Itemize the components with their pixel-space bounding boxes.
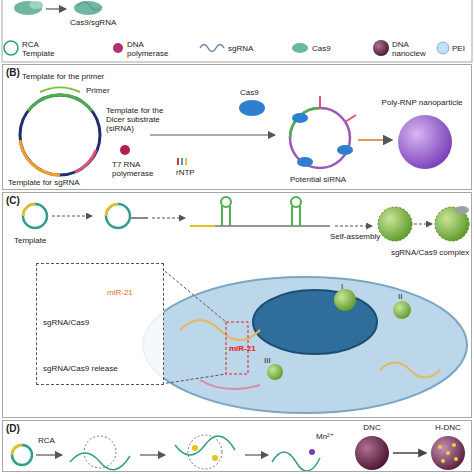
annotation-label: I [341, 282, 351, 291]
arrow-connector [393, 452, 426, 453]
surface-dot [441, 459, 445, 463]
annotation-label: Mn²⁺ [316, 432, 346, 441]
annotation-label: Poly-RNP nanoparticle [372, 98, 472, 107]
node-text: miR-21 [107, 288, 157, 297]
sphere-shape [351, 435, 393, 471]
legend-text: Cas9 [312, 44, 352, 53]
annotation-label: miR-21 [229, 344, 263, 353]
legend-text: RCA Template [22, 40, 66, 58]
legend-text: PEI [452, 44, 474, 53]
annotation-label: Cas9 [240, 88, 270, 97]
panel-frame: (B) [2, 64, 472, 190]
dnc-sphere: DNC [351, 423, 393, 471]
rca-network [12, 435, 320, 471]
inset-box: miR-21 sgRNA/Cas9 sgRNA/Cas9 release [36, 263, 164, 385]
sphere-body [431, 436, 465, 470]
cas9-complex [14, 1, 102, 15]
hdnc-sphere: H-DNC [426, 423, 470, 471]
panel-letter: (D) [6, 423, 36, 434]
node-text: H-DNC [426, 423, 470, 432]
surface-dot [452, 443, 456, 447]
node-text: sgRNA/Cas9 release [43, 364, 153, 373]
annotation-label: Potential siRNA [290, 175, 360, 184]
sphere-shape [426, 435, 470, 471]
annotation-label: RCA [38, 436, 68, 445]
legend-icons [4, 40, 449, 56]
panel-frame: (C) miR-21 sgRNA/Cas9 sgRNA/Cas9 release [2, 192, 472, 418]
annotation-label: Self-assembly [330, 232, 390, 241]
self-assembly-scheme [23, 197, 469, 241]
annotation-label: Primer [86, 86, 126, 95]
annotation-label: Template for sgRNA [8, 178, 98, 187]
panel-frame [2, 0, 472, 62]
cell-illustration [143, 268, 467, 413]
annotation-label: Template for the primer [22, 72, 122, 81]
node-text: sgRNA/Cas9 [43, 318, 103, 327]
surface-dot [438, 445, 442, 449]
legend-text: DNA nanoclew [392, 40, 436, 58]
legend-text: DNA polymerase [127, 40, 173, 58]
legend-text: sgRNA [228, 44, 268, 53]
panel-letter: (C) [6, 195, 36, 206]
panel-frame: (D) DNC H-DNC [2, 420, 472, 472]
annotation-label: III [264, 356, 278, 365]
surface-dot [446, 451, 450, 455]
annotation-label: Template [14, 236, 64, 245]
node-text: DNC [351, 423, 393, 432]
surface-dot [454, 457, 458, 461]
annotation-label: T7 RNA polymerase [112, 160, 172, 178]
annotation-label: Template for the Dicer substrate (siRNA) [106, 106, 184, 133]
annotation-label: rNTP [176, 168, 206, 177]
sphere-body [355, 436, 389, 470]
annotation-label: Cas9/sgRNA [70, 18, 130, 27]
annotation-label: sgRNA/Cas9 complex [390, 248, 470, 257]
annotation-label: II [398, 292, 410, 301]
